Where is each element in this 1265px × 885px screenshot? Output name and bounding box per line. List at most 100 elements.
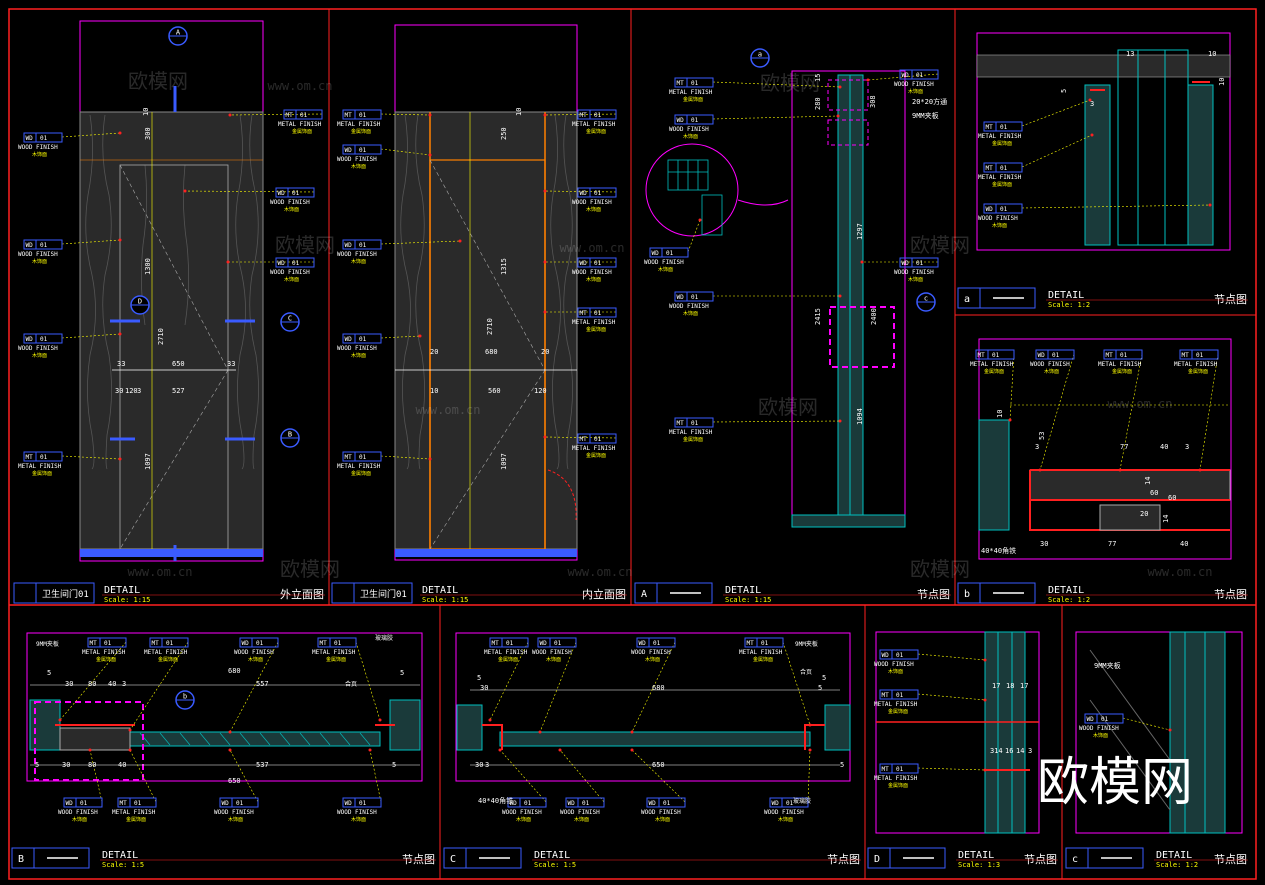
leader-dot bbox=[128, 728, 132, 732]
dimension-pA: 2415 bbox=[814, 308, 822, 325]
leader-dot bbox=[58, 718, 62, 722]
material-en: METAL FINISH bbox=[669, 89, 713, 96]
dimension-p1: 3 bbox=[137, 387, 141, 395]
label-box bbox=[589, 307, 617, 318]
dimension-pb: 60 bbox=[1150, 489, 1158, 497]
label-box bbox=[129, 797, 157, 808]
material-number: 01 bbox=[40, 135, 48, 142]
dimension-pD: 18 bbox=[1006, 682, 1014, 690]
panel-detail-b bbox=[978, 338, 1232, 560]
leader-dot bbox=[428, 457, 432, 461]
material-code: WD bbox=[540, 640, 548, 647]
material-en: WOOD FINISH bbox=[502, 809, 542, 816]
label-box bbox=[756, 637, 784, 648]
leader-line bbox=[380, 455, 431, 460]
leader-line bbox=[687, 219, 701, 253]
dimension-pB: 40 bbox=[108, 680, 116, 688]
material-cn: 木饰面 bbox=[574, 816, 589, 823]
label-box bbox=[519, 797, 547, 808]
frame-section bbox=[59, 727, 131, 751]
title-badge-box bbox=[331, 582, 355, 604]
label-box bbox=[686, 114, 714, 125]
leader-dot bbox=[836, 114, 840, 118]
dimension-pb: 30 bbox=[1040, 540, 1048, 548]
material-number: 01 bbox=[786, 800, 794, 807]
dimension-pb: 14 bbox=[1144, 477, 1152, 485]
dimension-pB: 80 bbox=[88, 761, 96, 769]
leader-line bbox=[229, 641, 279, 733]
material-cn: 木饰面 bbox=[32, 258, 47, 265]
dimension-pB: 80 bbox=[88, 680, 96, 688]
label-box bbox=[354, 333, 382, 344]
title-name: 节点图 bbox=[917, 588, 950, 601]
title-scale: Scale: 1:15 bbox=[422, 596, 468, 604]
leader-line bbox=[782, 641, 811, 726]
dimension-pB: 5 bbox=[35, 761, 39, 769]
dimension-p1: 527 bbox=[172, 387, 185, 395]
label-box bbox=[287, 187, 315, 198]
watermark: 欧模网 bbox=[280, 557, 340, 581]
dimension-pC: 30 bbox=[475, 761, 483, 769]
magnified-detail bbox=[667, 159, 723, 236]
title-badge-letter: b bbox=[964, 589, 970, 600]
material-code: WD bbox=[772, 800, 780, 807]
hatch-line bbox=[1089, 649, 1171, 761]
material-code: WD bbox=[649, 800, 657, 807]
title-scale: Scale: 1:5 bbox=[534, 861, 576, 869]
dimension-pC: 680 bbox=[652, 684, 665, 692]
label-box bbox=[686, 291, 714, 302]
material-en: WOOD FINISH bbox=[572, 199, 612, 206]
material-en: WOOD FINISH bbox=[1079, 725, 1119, 732]
material-en: METAL FINISH bbox=[112, 809, 156, 816]
material-number: 01 bbox=[896, 766, 904, 773]
label-box bbox=[781, 797, 809, 808]
material-number: 01 bbox=[691, 420, 699, 427]
material-code: WD bbox=[222, 800, 230, 807]
dimension-p2: 20 bbox=[541, 348, 549, 356]
material-code: MT bbox=[677, 420, 685, 427]
title-detail: DETAIL bbox=[1048, 290, 1084, 301]
dimension-pb: 40 bbox=[1180, 540, 1188, 548]
material-code: WD bbox=[652, 250, 660, 257]
leader-dot bbox=[498, 748, 502, 752]
material-number: 01 bbox=[359, 800, 367, 807]
title-detail: DETAIL bbox=[1156, 850, 1192, 861]
material-number: 01 bbox=[359, 336, 367, 343]
wall-section bbox=[978, 419, 1010, 531]
watermark: www.om.cn bbox=[267, 79, 332, 93]
callout-leader bbox=[737, 199, 789, 206]
metal-edge bbox=[482, 724, 825, 750]
material-code: WD bbox=[26, 135, 34, 142]
title-scale: Scale: 1:2 bbox=[1048, 596, 1090, 604]
dimension-pB: 537 bbox=[256, 761, 269, 769]
leader-dot bbox=[1168, 728, 1172, 732]
leader-dot bbox=[838, 85, 842, 89]
label-box bbox=[329, 637, 357, 648]
dimension-pA: 308 bbox=[869, 95, 877, 108]
wall-section bbox=[1169, 631, 1226, 834]
material-code: MT bbox=[345, 454, 353, 461]
material-cn: 木饰面 bbox=[351, 816, 366, 823]
material-code: WD bbox=[345, 800, 353, 807]
material-en: WOOD FINISH bbox=[894, 269, 934, 276]
leader-dot bbox=[458, 239, 462, 243]
title-badge-letter: a bbox=[964, 294, 970, 305]
leader-line bbox=[1021, 134, 1093, 168]
door-head-section bbox=[1029, 469, 1231, 501]
door-leaf-section bbox=[499, 731, 811, 747]
dimension-pB: 680 bbox=[228, 667, 241, 675]
material-code: WD bbox=[278, 260, 286, 267]
note-angle: 40*40角铁 bbox=[981, 546, 1016, 555]
title-detail: DETAIL bbox=[1048, 585, 1084, 596]
material-en: WOOD FINISH bbox=[1030, 361, 1070, 368]
title-badge-box bbox=[353, 582, 413, 604]
material-en: WOOD FINISH bbox=[337, 809, 377, 816]
leader-line bbox=[807, 749, 811, 803]
